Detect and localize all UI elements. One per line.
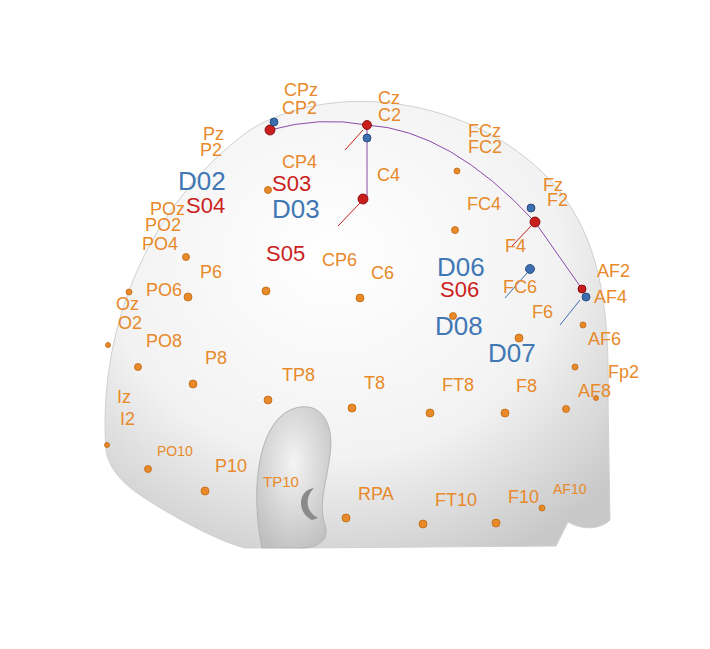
electrode-label: AF8 — [578, 382, 611, 400]
electrode-label: C6 — [371, 264, 394, 282]
optode-leaders — [338, 130, 580, 325]
electrode-label: F8 — [516, 377, 537, 395]
electrode-label: AF4 — [594, 288, 627, 306]
detector-label: D02 — [178, 168, 226, 194]
detector-label: D07 — [488, 340, 536, 366]
electrode-label: Iz — [117, 388, 131, 406]
detector-label: D08 — [435, 313, 483, 339]
electrode-label: P10 — [215, 457, 247, 475]
electrode-label: PO4 — [142, 235, 178, 253]
electrode-label: CPz — [284, 81, 318, 99]
electrode-label: I2 — [120, 410, 135, 428]
electrode-label: AF6 — [588, 330, 621, 348]
source-dots — [265, 121, 586, 294]
electrode-label: Oz — [116, 295, 139, 313]
electrode-label: P2 — [200, 141, 222, 159]
electrode-label: Cz — [378, 89, 400, 107]
electrode-label: F6 — [532, 303, 553, 321]
electrode-label: CP6 — [322, 251, 357, 269]
electrode-label: PO2 — [145, 216, 181, 234]
detector-label: D06 — [437, 254, 485, 280]
electrode-label: FC2 — [468, 138, 502, 156]
electrode-label: FC6 — [503, 278, 537, 296]
electrode-label: FT8 — [442, 376, 474, 394]
electrode-label: PO10 — [157, 444, 193, 458]
electrode-label: AF10 — [553, 482, 586, 496]
electrode-label: F10 — [508, 488, 539, 506]
electrode-label: TP8 — [282, 366, 315, 384]
electrode-label: O2 — [118, 314, 142, 332]
electrode-label: C2 — [378, 106, 401, 124]
electrode-label: AF2 — [597, 262, 630, 280]
electrode-label: RPA — [358, 485, 394, 503]
source-label: S06 — [440, 279, 479, 301]
electrode-label: PO8 — [146, 332, 182, 350]
electrode-label: PO6 — [146, 281, 182, 299]
electrode-label: F4 — [505, 237, 526, 255]
detector-label: D03 — [272, 196, 320, 222]
electrode-label: T8 — [364, 374, 385, 392]
head-shape — [105, 101, 610, 548]
ear — [257, 407, 331, 548]
electrode-dots — [105, 168, 599, 528]
electrode-label: C4 — [377, 166, 400, 184]
ear-canal — [301, 488, 318, 520]
detector-dots — [270, 118, 590, 301]
source-label: S04 — [186, 195, 225, 217]
electrode-label: P6 — [200, 263, 222, 281]
electrode-label: FC4 — [467, 195, 501, 213]
electrode-label: Fp2 — [608, 363, 639, 381]
electrode-label: CP4 — [282, 153, 317, 171]
channel-line — [270, 121, 582, 289]
electrode-label: CP2 — [282, 99, 317, 117]
electrode-label: P8 — [205, 349, 227, 367]
source-label: S03 — [272, 173, 311, 195]
electrode-label: FT10 — [435, 491, 477, 509]
electrode-label: TP10 — [263, 474, 299, 489]
electrode-label: F2 — [547, 191, 568, 209]
source-label: S05 — [266, 243, 305, 265]
